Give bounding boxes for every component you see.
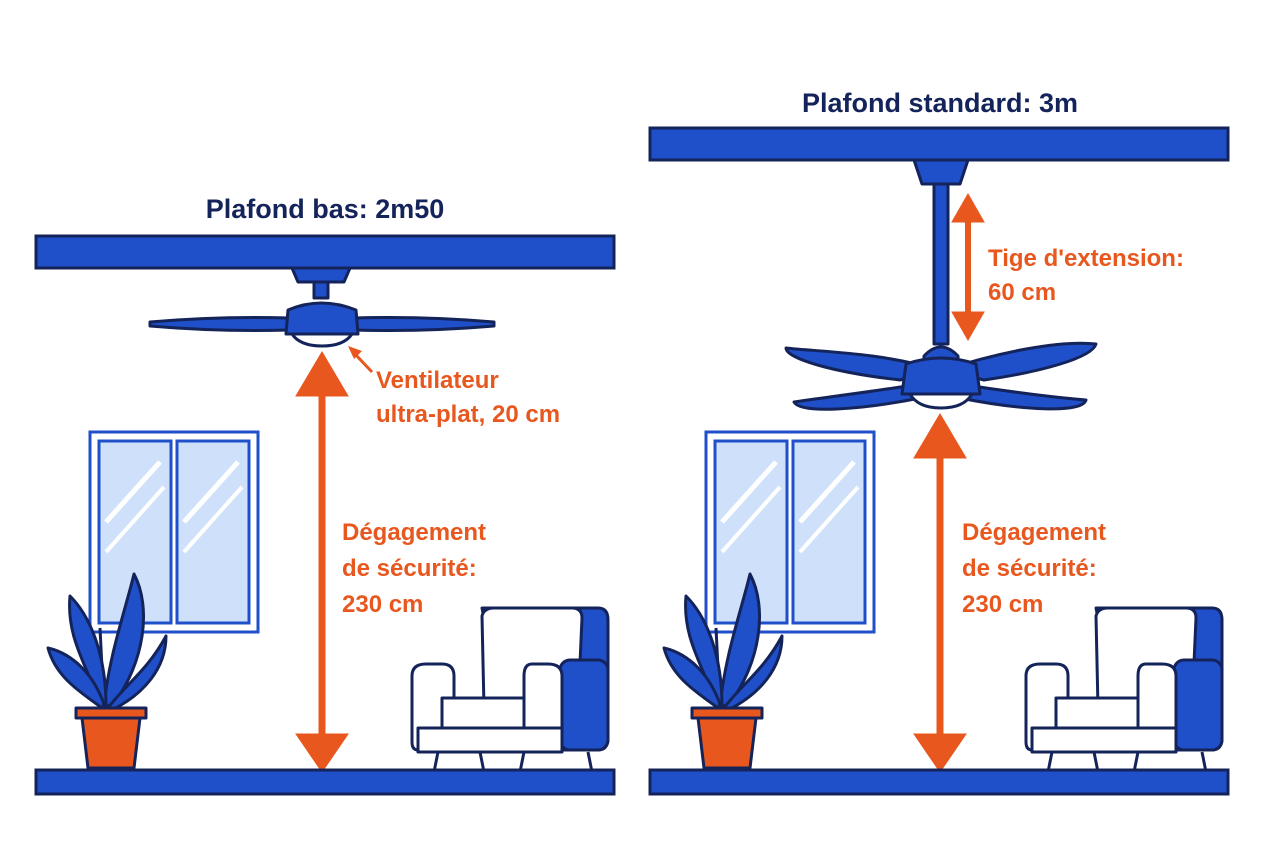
right-clearance-line3: 230 cm xyxy=(962,591,1043,618)
left-armchair-icon xyxy=(410,606,610,794)
rod-length-double-arrow-icon xyxy=(951,192,985,342)
left-clearance-line3: 230 cm xyxy=(342,591,423,618)
left-panel-title: Plafond bas: 2m50 xyxy=(206,194,445,224)
left-panel: Plafond bas: 2m50 Ventilateur ultra-plat… xyxy=(34,194,616,796)
rod-label-line1: Tige d'extension: xyxy=(988,245,1184,272)
right-clearance-double-arrow-icon xyxy=(913,413,967,773)
right-panel-title: Plafond standard: 3m xyxy=(802,88,1078,118)
fan-label-line2: ultra-plat, 20 cm xyxy=(376,401,560,428)
left-clearance-line2: de sécurité: xyxy=(342,555,477,582)
right-clearance-line1: Dégagement xyxy=(962,519,1106,546)
left-clearance-line1: Dégagement xyxy=(342,519,486,546)
flush-ceiling-fan-icon xyxy=(148,266,496,348)
right-ceiling xyxy=(648,126,1230,162)
right-floor xyxy=(648,768,1230,796)
fan-label-line1: Ventilateur xyxy=(376,367,499,394)
left-ceiling xyxy=(34,234,616,270)
left-window-icon xyxy=(90,432,258,632)
rod-label-line2: 60 cm xyxy=(988,279,1056,306)
right-window-icon xyxy=(706,432,874,632)
fan-pointer-arrow xyxy=(348,346,374,374)
downrod-ceiling-fan-icon xyxy=(784,158,1098,411)
left-floor xyxy=(34,768,616,796)
right-clearance-line2: de sécurité: xyxy=(962,555,1097,582)
right-armchair-icon xyxy=(1024,606,1224,794)
left-clearance-double-arrow-icon xyxy=(295,351,349,773)
right-panel: Plafond standard: 3m Tige d'extension: 6… xyxy=(648,88,1230,796)
